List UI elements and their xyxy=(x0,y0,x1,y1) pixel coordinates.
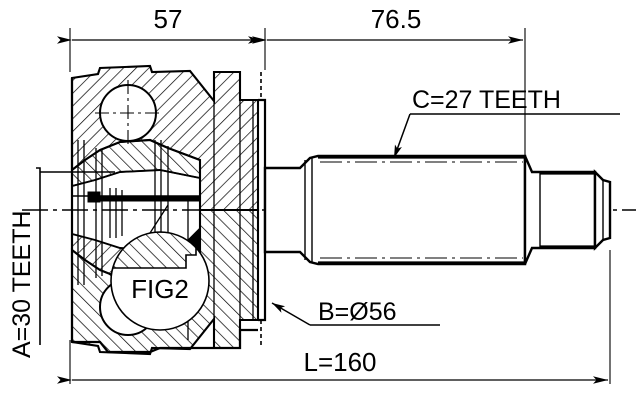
callout-b-diameter: B=Ø56 xyxy=(271,298,440,326)
callout-b-diameter-label: B=Ø56 xyxy=(318,298,397,326)
dimension-765: 76.5 xyxy=(252,4,523,44)
dimension-57-label: 57 xyxy=(154,4,183,34)
body-detail-lines xyxy=(187,72,254,348)
dimension-total-length: L=160 xyxy=(57,347,608,384)
joint-outer-race-upper xyxy=(70,64,260,212)
dimension-inner-teeth: A=30 TEETH xyxy=(8,167,115,358)
ball-bearing-upper xyxy=(95,80,162,147)
shaft-step-two xyxy=(593,169,612,251)
dimension-total-length-label: L=160 xyxy=(303,347,376,377)
shaft-body xyxy=(263,154,527,266)
detail-circle-fig2: FIG2 xyxy=(110,204,210,331)
detail-circle-fig2-label: FIG2 xyxy=(131,274,189,304)
dimension-57: 57 xyxy=(57,4,263,44)
callout-c-27-teeth-label: C=27 TEETH xyxy=(412,86,561,114)
dimension-inner-teeth-label: A=30 TEETH xyxy=(8,210,36,358)
dimension-765-label: 76.5 xyxy=(371,4,422,34)
lower-body-outline xyxy=(72,328,258,354)
callout-c-27-teeth: C=27 TEETH xyxy=(393,86,620,159)
shaft-step-one xyxy=(523,155,597,265)
